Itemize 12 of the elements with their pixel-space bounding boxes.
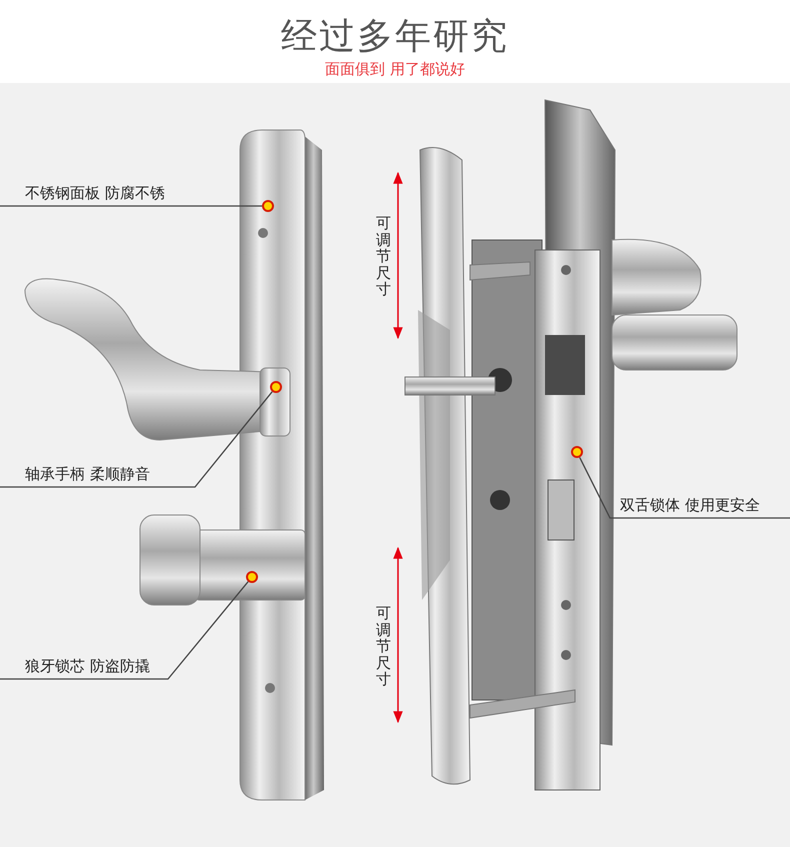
leader-line [0,581,249,680]
callout-label: 双舌锁体 使用更安全 [620,496,760,514]
leader-line [0,391,273,488]
title: 经过多年研究 [280,15,510,59]
callout-label: 狼牙锁芯 防盗防撬 [25,657,150,675]
dimension-label: 可调节尺寸 [376,605,391,688]
leader-line [579,457,790,519]
dimension-label: 可调节尺寸 [376,215,391,298]
subtitle: 面面俱到 用了都说好 [324,60,466,79]
leader-line [0,205,262,207]
callout-label: 不锈钢面板 防腐不锈 [25,184,165,202]
callout-label: 轴承手柄 柔顺静音 [25,465,150,483]
